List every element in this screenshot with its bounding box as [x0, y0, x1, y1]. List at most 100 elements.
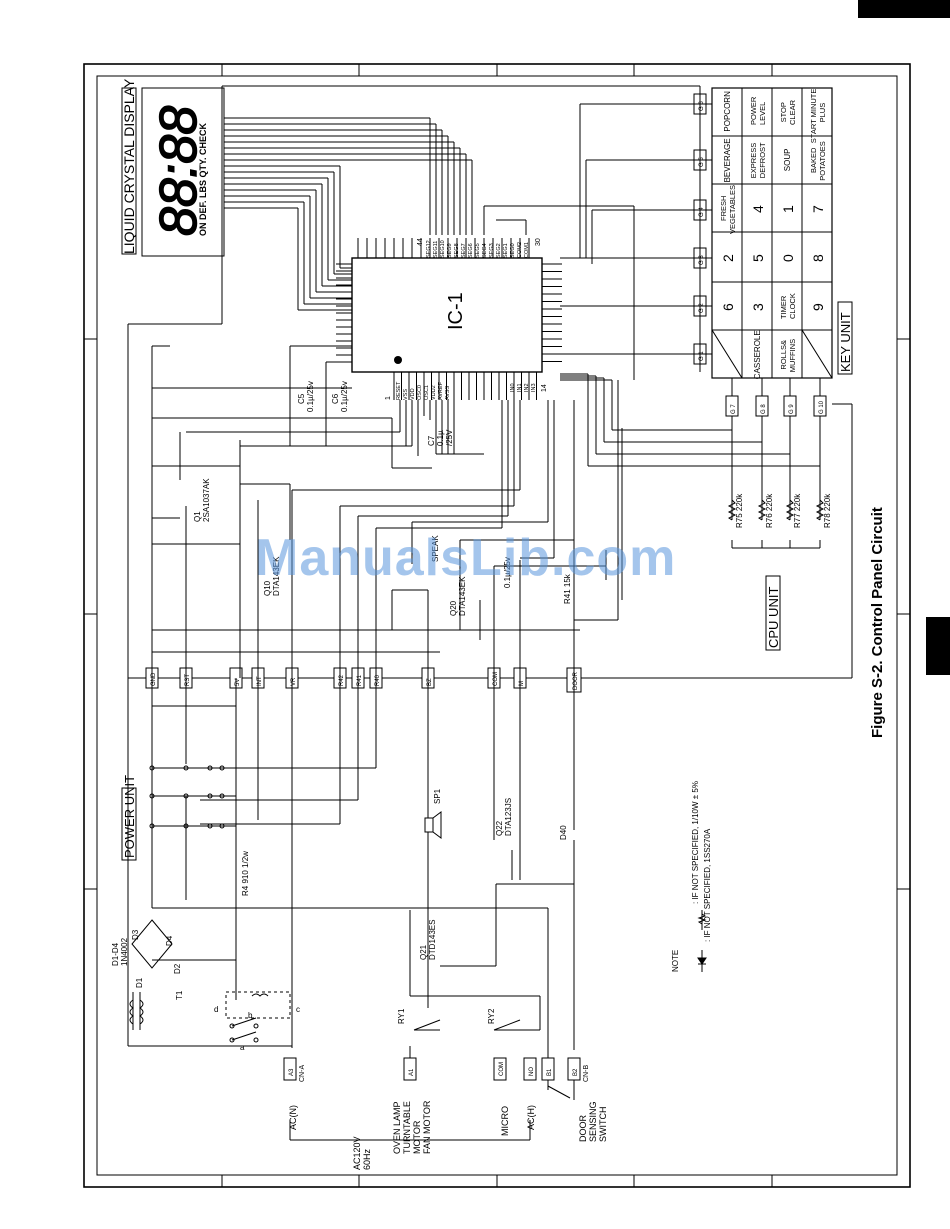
- ic-seg-pin-label: SEG10: [440, 240, 446, 258]
- load-oven-lamp: OVEN LAMP: [392, 1101, 402, 1154]
- grid-label: G 4: [699, 207, 705, 217]
- load-acn: AC(N): [288, 1105, 298, 1130]
- ic-seg-pin-label: SEG4: [482, 243, 488, 258]
- grid-box: [693, 343, 707, 365]
- key-label: CASSEROLE: [753, 330, 762, 379]
- ry2-label: RY2: [487, 1008, 496, 1024]
- ic1-pin-30: 30: [535, 238, 542, 246]
- grid-box: [693, 149, 707, 171]
- bus-label: GND: [151, 672, 157, 686]
- key-label: STOP: [779, 102, 788, 122]
- ic-ctrl-pin-label: VDD: [410, 388, 416, 400]
- lcd-unit-label: LIQUID CRYSTAL DISPLAY: [121, 78, 137, 254]
- note-title: NOTE: [671, 950, 680, 972]
- connector-label: A3: [289, 1068, 295, 1076]
- switch-contact: [183, 765, 189, 771]
- grid-label: G 3: [699, 255, 705, 265]
- bus-label: BZ: [427, 678, 433, 686]
- q22-label: Q22: [495, 820, 504, 836]
- key-label: ROLLS&: [779, 340, 788, 370]
- key-label: MUFFINS: [788, 339, 797, 372]
- ic-ctrl-pin-label: RESET: [396, 381, 402, 400]
- ic-seg-pin-label: SEG6: [468, 243, 474, 258]
- q1-part: 2SA1037AK: [202, 478, 211, 522]
- cna-label: CN-A: [299, 1065, 306, 1082]
- ic1-pin-14: 14: [541, 384, 548, 392]
- key-label: 2: [720, 254, 736, 262]
- ic-seg-pin-label: SEG5: [475, 243, 481, 258]
- key-label: 7: [810, 205, 826, 213]
- ic-seg-pin-label: SEG1: [503, 243, 509, 258]
- connector-label: B1: [547, 1068, 553, 1076]
- c6-value: 0.1µ/25v: [340, 381, 349, 412]
- connector-box: [523, 1057, 537, 1081]
- key-label: PLUS: [818, 103, 827, 123]
- cpu-unit-label: CPU UNIT: [766, 587, 781, 648]
- key-label: TIMER: [779, 295, 788, 319]
- bus-label: M: [519, 681, 525, 686]
- watermark: ManualsLib.com: [255, 529, 677, 587]
- grid-label: G 6: [699, 101, 705, 111]
- relay-b-label: b: [248, 1011, 253, 1020]
- speak-label: SPEAK: [431, 535, 440, 562]
- grid-box: [693, 295, 707, 317]
- row-label: G 8: [761, 404, 767, 414]
- hz-label: 60Hz: [362, 1148, 372, 1170]
- c5-value: 0.1µ/25v: [306, 381, 315, 412]
- grid-box: [693, 199, 707, 221]
- c5-label: C5: [297, 393, 306, 404]
- ic-seg-pin-label: COM1: [524, 242, 530, 258]
- lcd-digits: 88:88: [150, 106, 208, 236]
- switch-contact: [207, 823, 213, 829]
- diode-bridge-part: 1N4002: [120, 937, 129, 966]
- note-line-1: : IF NOT SPECIFIED, 1/10W ± 5%: [691, 781, 700, 904]
- r41-label: R41 15k: [563, 573, 572, 604]
- key-label: POPCORN: [723, 91, 732, 132]
- ic-in-pin-label: IN1: [517, 383, 523, 392]
- t1-label: T1: [175, 990, 184, 1000]
- bus-label: R41: [357, 674, 363, 686]
- r77-label: R77 220k: [793, 493, 802, 528]
- c7-rating: /25V: [445, 429, 454, 446]
- relay-d-label: d: [214, 1005, 218, 1014]
- key-label: 5: [750, 254, 766, 262]
- bus-label: 5V: [235, 679, 241, 686]
- resistor-symbol: [757, 499, 767, 521]
- switch-contact: [183, 823, 189, 829]
- connector-box: [403, 1057, 417, 1081]
- relay-c-label: c: [296, 1005, 300, 1014]
- page-tab-top: [858, 0, 950, 18]
- connector-label: B2: [573, 1068, 579, 1076]
- ic-ctrl-pin-label: OSC1: [424, 385, 430, 400]
- bus-label: R40: [375, 674, 381, 686]
- q21-part: DTD143ES: [428, 920, 437, 960]
- key-label: POTATOES: [818, 141, 827, 181]
- switch-contact: [207, 765, 213, 771]
- key-label: FRESH: [719, 196, 728, 221]
- c7-value: 0.1µ: [436, 430, 445, 446]
- ic-ctrl-pin-label: OSC0: [417, 385, 423, 400]
- load-micro: MICRO: [500, 1106, 510, 1136]
- key-label: BEVERAGE: [723, 138, 732, 182]
- q10-label: Q10: [263, 580, 272, 596]
- d2-label: D2: [173, 963, 182, 974]
- page-tab-side: [926, 617, 950, 675]
- ic-ctrl-pin-label: VDD2: [431, 385, 437, 400]
- grid-box: [693, 93, 707, 115]
- d4-label: D4: [165, 935, 174, 946]
- connector-label: COM: [499, 1062, 505, 1076]
- c6-label: C6: [331, 393, 340, 404]
- row-label: G 9: [789, 404, 795, 414]
- key-label: EXPRESS: [749, 143, 758, 178]
- note-line-2: : IF NOT SPECIFIED, 1SS270A: [703, 828, 712, 942]
- ic-seg-pin-label: SEG9: [447, 243, 453, 258]
- key-label: 6: [720, 303, 736, 311]
- load-turntable: TURNTABLE: [402, 1101, 412, 1154]
- r75-label: R75 220k: [735, 493, 744, 528]
- switch-contact: [149, 823, 155, 829]
- q1-label: Q1: [193, 511, 202, 522]
- key-label: 8: [810, 254, 826, 262]
- switch-contact: [219, 765, 225, 771]
